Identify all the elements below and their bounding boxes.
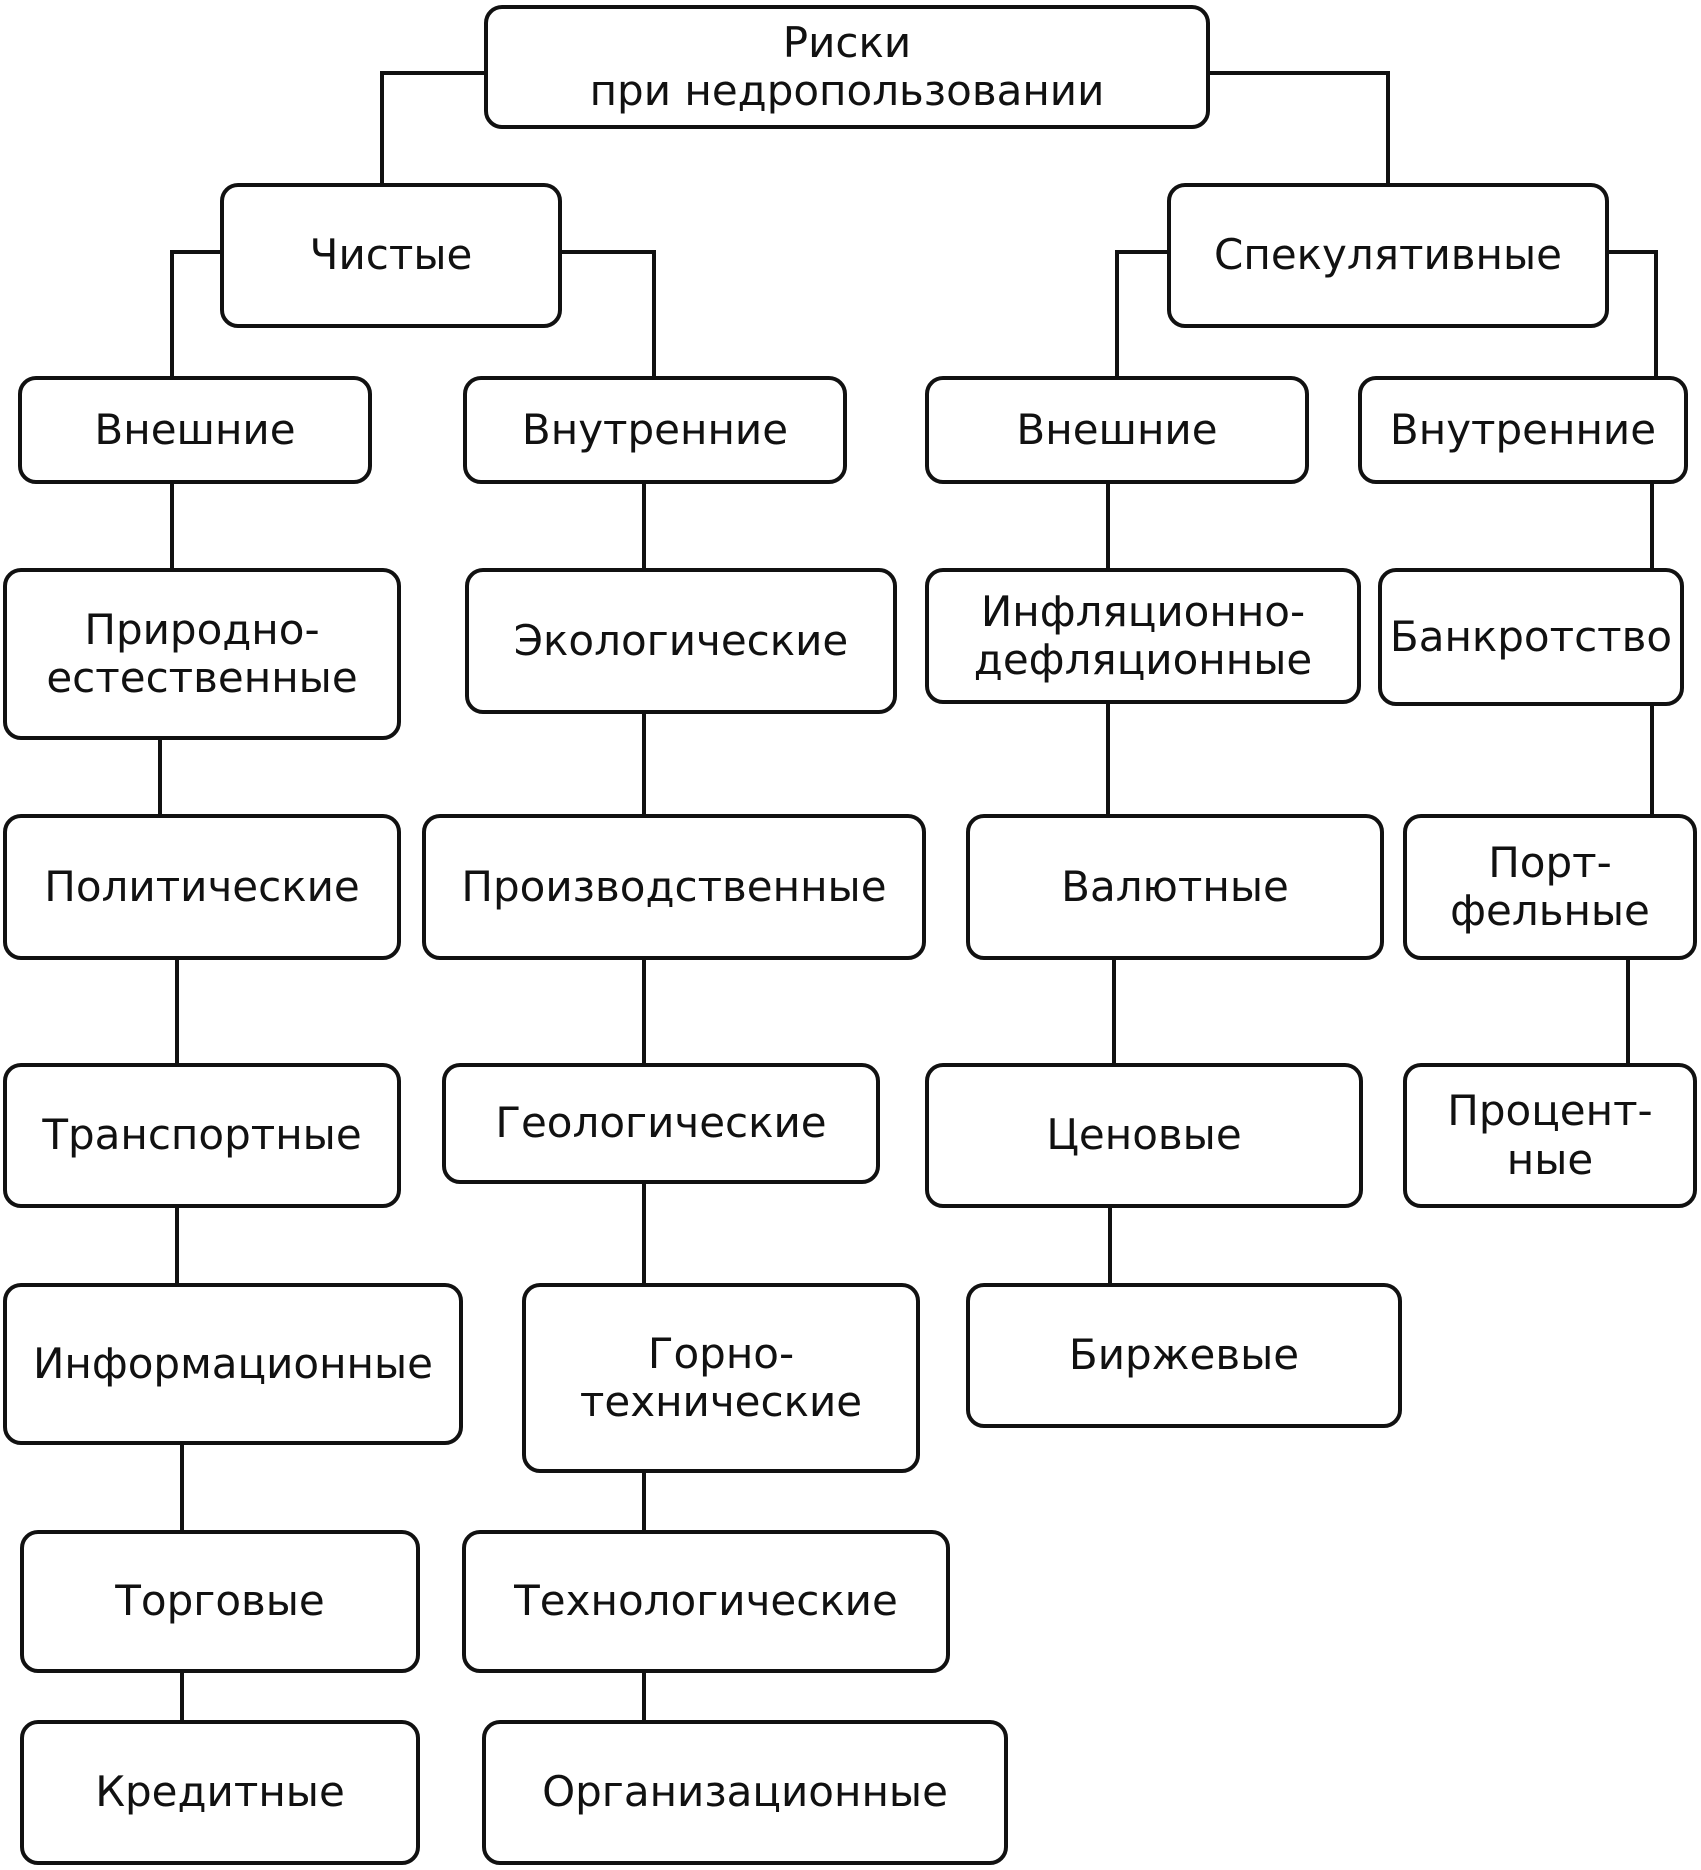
pure-external-item: Информационные [3, 1283, 463, 1445]
connector-spec-internal [1609, 250, 1658, 376]
connector-pure-external [170, 250, 220, 376]
speculative-external-item: Биржевые [966, 1283, 1402, 1428]
pure-external-item: Транспортные [3, 1063, 401, 1208]
speculative-internal-item: Порт- фельные [1403, 814, 1697, 960]
pure-internal-item: Экологические [465, 568, 897, 714]
speculative-internal-item: Банкротство [1378, 568, 1684, 706]
pure-risks-node: Чистые [220, 183, 562, 328]
speculative-external-item: Инфляционно- дефляционные [925, 568, 1361, 704]
connector-pure-internal [562, 250, 656, 376]
pure-external-item: Кредитные [20, 1720, 420, 1865]
speculative-risks-node: Спекулятивные [1167, 183, 1609, 328]
pure-external-item: Политические [3, 814, 401, 960]
pure-internal-item: Горно- технические [522, 1283, 920, 1473]
pure-external-item: Торговые [20, 1530, 420, 1673]
pure-external-node: Внешние [18, 376, 372, 484]
speculative-internal-node: Внутренние [1358, 376, 1688, 484]
connector-spec-external [1115, 250, 1167, 376]
pure-internal-node: Внутренние [463, 376, 847, 484]
root-node: Риски при недропользовании [484, 5, 1210, 129]
pure-external-item: Природно- естественные [3, 568, 401, 740]
connector-root-speculative [1210, 71, 1390, 183]
speculative-external-item: Валютные [966, 814, 1384, 960]
speculative-external-item: Ценовые [925, 1063, 1363, 1208]
speculative-external-node: Внешние [925, 376, 1309, 484]
speculative-internal-item: Процент- ные [1403, 1063, 1697, 1208]
pure-internal-item: Производственные [422, 814, 926, 960]
connector-root-pure [380, 71, 484, 183]
pure-internal-item: Организационные [482, 1720, 1008, 1865]
pure-internal-item: Геологические [442, 1063, 880, 1184]
pure-internal-item: Технологические [462, 1530, 950, 1673]
